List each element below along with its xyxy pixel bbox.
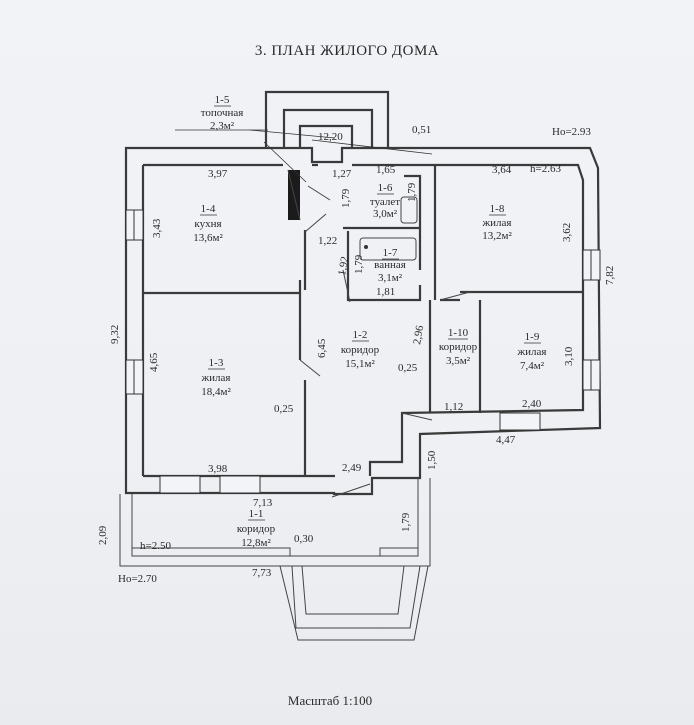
dim-9-32: 9,32 [109,325,121,344]
svg-text:1-8: 1-8 [490,203,505,215]
svg-text:1-2: 1-2 [353,329,368,341]
svg-text:туалет: туалет [370,196,400,208]
room-label-1-9: 1-9 жилая 7,4м² [517,331,547,372]
svg-text:топочная: топочная [201,107,244,119]
room-label-1-6: 1-6 туалет 3,0м² [370,182,400,220]
svg-text:13,6м²: 13,6м² [193,232,223,244]
plan-title: 3. ПЛАН ЖИЛОГО ДОМА [255,43,439,59]
room-label-1-2: 1-2 коридор 15,1м² [341,329,380,370]
svg-text:1-3: 1-3 [209,357,224,369]
room-label-1-7: 1-7 ванная 3,1м² [374,247,406,284]
bathtub-fixture [359,237,417,261]
svg-text:1-6: 1-6 [378,182,393,194]
dim-3-62: 3,62 [561,223,573,242]
svg-text:3,5м²: 3,5м² [446,355,471,367]
dim-1-27: 1,27 [332,168,352,180]
room-label-1-3: 1-3 жилая 18,4м² [201,357,232,398]
svg-text:2,3м²: 2,3м² [210,120,235,132]
dim-1-65: 1,65 [376,164,396,176]
level-ho-top: Но=2.93 [552,126,591,138]
svg-text:кухня: кухня [194,218,221,230]
plan-scale: Масштаб 1:100 [288,693,372,708]
svg-text:3,1м²: 3,1м² [378,272,403,284]
dim-1-22: 1,22 [318,235,337,247]
dim-2-09: 2,09 [97,525,109,545]
dim-6-45: 6,45 [316,338,328,358]
dim-7-82: 7,82 [604,266,616,285]
dim-2-40: 2,40 [522,398,542,410]
svg-text:1-10: 1-10 [448,327,469,339]
room-label-1-1: 1-1 коридор 12,8м² [237,508,276,549]
dim-1-79-d: 1,79 [400,512,412,532]
dim-12-20: 12,20 [318,131,343,143]
svg-text:ванная: ванная [374,259,406,271]
level-ho-left: Но=2.70 [118,573,157,585]
door-entry [331,483,371,498]
svg-text:жилая: жилая [482,217,512,229]
porch [279,565,429,641]
dim-7-73: 7,73 [252,567,272,579]
dim-3-10: 3,10 [563,346,575,366]
svg-text:1-1: 1-1 [249,508,264,520]
door-bedroom9 [401,412,433,421]
room-label-1-8: 1-8 жилая 13,2м² [482,203,513,242]
svg-text:12,8м²: 12,8м² [241,537,271,549]
dim-1-79-b: 1,79 [406,182,418,202]
door-kitchen [304,213,327,233]
dim-1-92: 1,92 [336,255,351,276]
toilet-fixture [400,196,418,224]
dim-4-65: 4,65 [148,352,160,372]
svg-text:коридор: коридор [341,344,380,356]
svg-text:коридор: коридор [237,523,276,535]
dim-1-79-a: 1,79 [340,188,352,208]
room-label-1-4: 1-4 кухня 13,6м² [193,203,223,244]
dim-7-13: 7,13 [253,497,273,509]
svg-text:жилая: жилая [517,346,547,358]
level-h-left: h=2.50 [140,540,171,552]
dim-3-64: 3,64 [492,164,512,176]
svg-text:18,4м²: 18,4м² [201,386,231,398]
chimney [264,90,390,148]
dim-3-43: 3,43 [151,218,163,238]
dim-1-12: 1,12 [444,401,463,413]
dim-2-49: 2,49 [342,462,362,474]
level-h-right: h=2.63 [530,163,561,175]
dim-0-25-b: 0,25 [398,362,418,374]
door-bedroom8 [439,291,471,301]
windows [125,209,601,494]
svg-text:1-5: 1-5 [215,94,230,106]
dim-0-51: 0,51 [412,124,431,136]
dim-3-97: 3,97 [208,168,228,180]
svg-text:1-9: 1-9 [525,331,540,343]
dim-1-81: 1,81 [376,286,395,298]
dim-2-96: 2,96 [411,324,426,346]
door-bath [342,269,351,303]
svg-text:7,4м²: 7,4м² [520,360,545,372]
svg-text:1-4: 1-4 [201,203,216,215]
svg-text:1-7: 1-7 [383,247,398,259]
wall-bath [346,231,422,302]
room-label-1-10: 1-10 коридор 3,5м² [439,327,478,367]
door-living [299,359,321,377]
outer-wall-outer [124,146,602,496]
dim-1-50: 1,50 [426,450,438,470]
wall-toilet [343,174,422,230]
dim-1-79-c: 1,79 [353,254,365,274]
dim-0-30: 0,30 [294,533,314,545]
dim-3-98: 3,98 [208,463,228,475]
svg-text:коридор: коридор [439,341,478,353]
svg-text:13,2м²: 13,2м² [482,230,512,242]
dim-0-25-a: 0,25 [274,403,294,415]
dim-4-47: 4,47 [496,434,516,446]
svg-text:жилая: жилая [201,372,231,384]
room-label-1-5: 1-5 топочная 2,3м² [201,94,244,132]
svg-text:3,0м²: 3,0м² [373,208,398,220]
svg-text:15,1м²: 15,1м² [345,358,375,370]
outer-wall-inner [143,163,585,478]
